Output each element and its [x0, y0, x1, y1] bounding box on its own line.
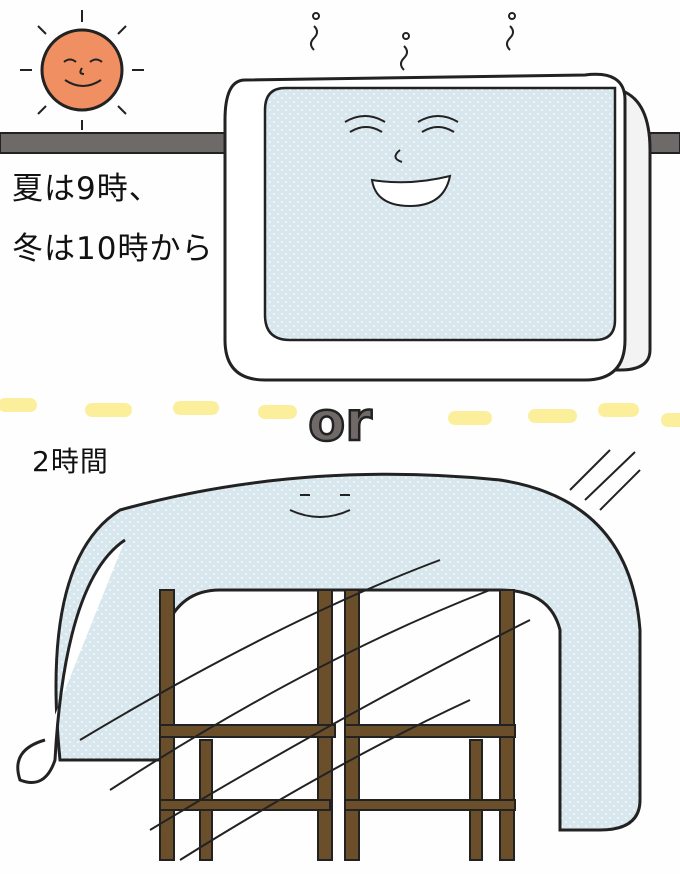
wind-lines — [79, 449, 641, 861]
hanging-futon — [223, 72, 652, 382]
dashed-divider — [0, 398, 680, 427]
or-label: or — [308, 390, 372, 453]
chairs — [159, 589, 516, 861]
top-caption-line1: 夏は9時、 — [12, 171, 161, 207]
top-caption-line2: 冬は10時から — [12, 231, 214, 267]
steam-icon — [310, 12, 516, 71]
bottom-caption: 2時間 — [32, 445, 109, 478]
smiling-sun-icon — [20, 10, 144, 130]
futon-face — [344, 115, 459, 208]
